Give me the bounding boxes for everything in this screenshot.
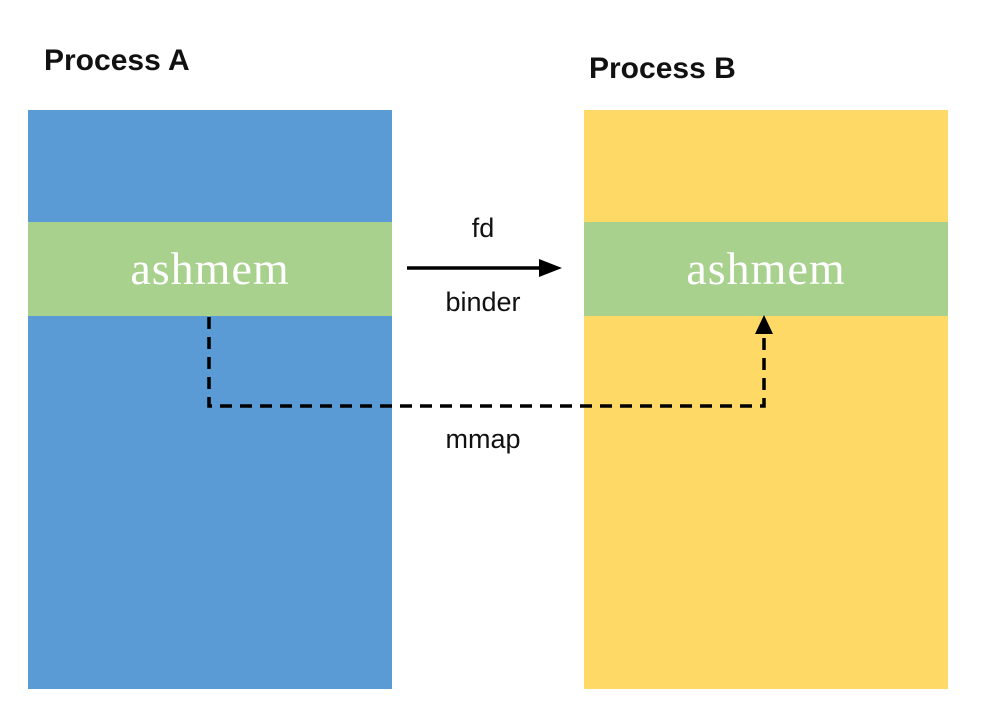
fd-label: fd	[471, 213, 495, 243]
process-a-label: Process A	[44, 44, 190, 77]
ashmem-region-b: ashmem	[584, 222, 948, 316]
mmap-label: mmap	[445, 424, 521, 454]
ashmem-label-a: ashmem	[130, 243, 290, 294]
process-a-box: ashmem	[28, 110, 392, 689]
ashmem-label-b: ashmem	[686, 243, 846, 294]
binder-label: binder	[445, 287, 521, 317]
process-b-label: Process B	[589, 52, 736, 85]
fd-binder-arrowhead	[539, 259, 562, 277]
ashmem-region-a: ashmem	[28, 222, 392, 316]
process-b-box: ashmem	[584, 110, 948, 689]
